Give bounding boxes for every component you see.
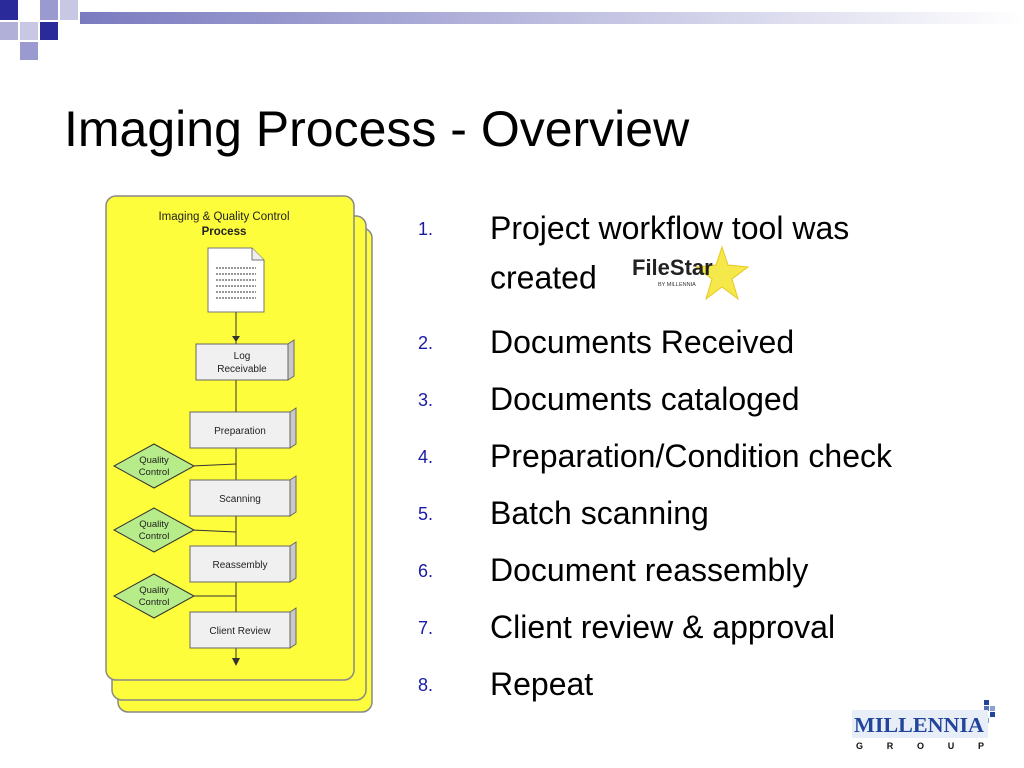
qc-label: Control — [139, 467, 170, 478]
qc-diamond: Quality Control — [112, 573, 196, 619]
list-number: 4. — [418, 447, 434, 467]
list-item: 5. Batch scanning — [418, 494, 1018, 532]
list-text: created — [490, 259, 597, 296]
millennia-group-logo: MILLENNIA G R O U P — [852, 700, 995, 751]
list-text: Batch scanning — [490, 495, 709, 531]
list-text: Client review & approval — [490, 609, 836, 645]
step-box-log-receivable: Log Receivable — [195, 339, 295, 381]
list-text: Preparation/Condition check — [490, 438, 893, 474]
step-label: Receivable — [217, 364, 267, 375]
diagram-title: Imaging & Quality Control — [158, 211, 289, 223]
step-box-scanning: Scanning — [189, 475, 297, 517]
list-number: 7. — [418, 618, 434, 638]
slide-title: Imaging Process - Overview — [64, 101, 690, 157]
document-icon — [207, 247, 265, 313]
list-number: 1. — [418, 219, 434, 239]
qc-label: Control — [139, 531, 170, 542]
list-item: 7. Client review & approval — [418, 608, 1018, 646]
process-diagram: Imaging & Quality Control Process Log Re… — [105, 195, 373, 713]
qc-diamond: Quality Control — [112, 507, 196, 553]
list-number: 2. — [418, 333, 434, 353]
qc-label: Quality — [139, 585, 169, 596]
list-item: 3. Documents cataloged — [418, 380, 1018, 418]
list-item: 2. Documents Received — [418, 323, 1018, 361]
list-text: Document reassembly — [490, 552, 809, 588]
arrow-icon — [232, 336, 240, 342]
step-label: Reassembly — [212, 560, 267, 571]
filestar-tagline: BY MILLENNIA — [658, 282, 696, 288]
qc-label: Control — [139, 597, 170, 608]
list-number: 6. — [418, 561, 434, 581]
list-text: Project workflow tool was — [490, 210, 850, 246]
list-item: 1. Project workflow tool was created Fil… — [418, 205, 1018, 309]
list-text: Documents cataloged — [490, 381, 800, 417]
step-box-preparation: Preparation — [189, 407, 297, 449]
logo-name: MILLENNIA — [854, 713, 985, 737]
step-box-reassembly: Reassembly — [189, 541, 297, 583]
diagram-subtitle: Process — [202, 226, 247, 238]
step-label: Log — [234, 351, 251, 362]
steps-list: 1. Project workflow tool was created Fil… — [418, 205, 1018, 722]
list-number: 5. — [418, 504, 434, 524]
step-label: Client Review — [209, 626, 271, 637]
list-text: Documents Received — [490, 324, 795, 360]
step-box-client-review: Client Review — [189, 607, 297, 649]
arrow-icon — [232, 658, 240, 666]
filestar-logo: FileStar BY MILLENNIA — [632, 245, 749, 301]
list-text: Repeat — [490, 666, 594, 702]
logo-sub: G R O U P — [856, 741, 984, 751]
list-item: 8. Repeat — [418, 665, 1018, 703]
list-number: 3. — [418, 390, 434, 410]
list-item: 4. Preparation/Condition check — [418, 437, 1018, 475]
list-item: 6. Document reassembly — [418, 551, 1018, 589]
qc-label: Quality — [139, 455, 169, 466]
filestar-name: FileStar — [632, 255, 713, 280]
list-number: 8. — [418, 675, 434, 695]
qc-diamond: Quality Control — [112, 443, 196, 489]
step-label: Preparation — [214, 426, 266, 437]
step-label: Scanning — [219, 494, 261, 505]
qc-label: Quality — [139, 519, 169, 530]
corner-decoration — [0, 0, 1024, 60]
